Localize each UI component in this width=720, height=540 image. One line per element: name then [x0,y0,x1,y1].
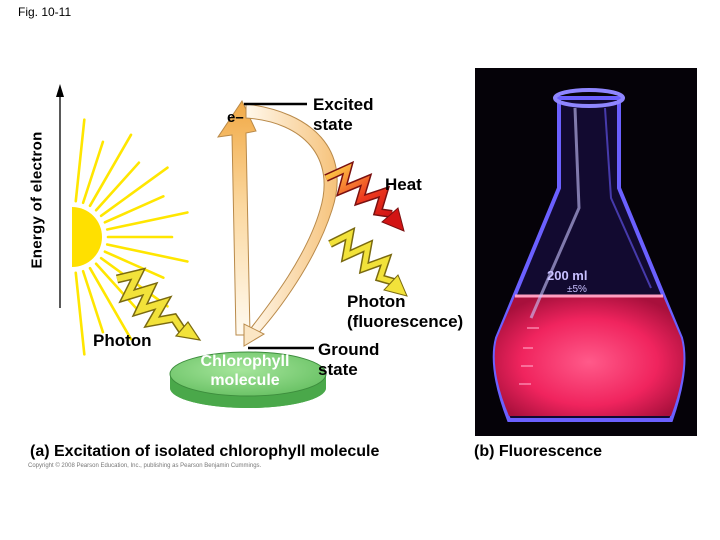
photon-out-label: Photon (fluorescence) [347,292,464,331]
excitation-arrow [216,99,257,336]
flask-volume-label: 200 ml [547,268,588,283]
sun-ray [74,118,86,203]
energy-axis-label: Energy of electron [28,131,46,269]
sun-ray [74,271,86,356]
relaxation-arrow [243,103,338,347]
sun-ray [88,133,133,208]
sun-ray [88,266,133,341]
heat-label: Heat [385,175,422,194]
sun-ray [81,269,105,334]
fig-label: Fig. 10-11 [18,5,72,19]
sun-ray [105,243,189,263]
chlorophyll-disc [169,351,327,408]
sun-ray [105,211,189,231]
energy-axis-arrow [56,84,64,308]
heat-arrow [324,160,405,232]
copyright-text: Copyright © 2008 Pearson Education, Inc.… [28,463,262,469]
sun-ray [81,140,105,205]
photon-out-arrow [328,226,408,297]
sun-ray [99,166,169,218]
sun-ray [103,250,165,279]
caption-a: (a) Excitation of isolated chlorophyll m… [30,443,380,460]
photon-in-arrow [115,267,202,341]
excited-state-label: Excited state [313,95,374,134]
ground-state-label: Ground state [318,340,380,379]
photon-in-label: Photon [93,331,152,350]
sun-ray [94,262,141,313]
chlorophyll-molecule-label: Chlorophyll molecule [200,353,290,389]
sun-ray [103,195,165,224]
fluorescent-liquid [494,296,684,416]
electron-label: e– [227,109,244,126]
sun-ray [94,161,141,212]
flask-tolerance-label: ±5% [567,284,587,295]
caption-b: (b) Fluorescence [474,443,603,460]
sun-icon [72,118,189,356]
fluorescence-photo: 200 ml ±5% [475,68,697,436]
flask-illustration [492,88,686,422]
